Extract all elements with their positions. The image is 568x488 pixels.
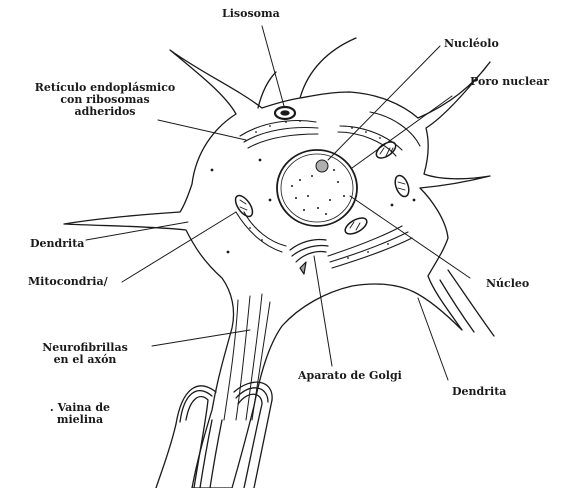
label-aparato-golgi: Aparato de Golgi [298,370,402,382]
label-nucleo: Núcleo [486,278,529,290]
label-dendrita-left: Dendrita [30,238,84,250]
nucleolus [316,160,328,172]
label-vaina-line2: mielina [26,414,134,426]
label-reticulo-line3: adheridos [6,106,204,118]
label-lisosoma: Lisosoma [222,8,280,20]
label-neurofibrillas-line2: en el axón [26,354,144,366]
label-poro-nuclear: Poro nuclear [470,76,549,88]
chromatin-dots [291,169,345,215]
ribosome-dots [211,120,416,259]
dendrite-branch-upper [258,72,276,108]
label-neurofibrillas: Neurofibrillas en el axón [26,342,144,366]
dendrite-branch-upper-2 [300,38,356,98]
label-vaina-mielina: . Vaina de mielina [26,402,134,426]
lysosome-inner [281,111,289,115]
label-reticulo: Retículo endoplásmico con ribosomas adhe… [6,82,204,118]
nucleus [277,150,357,226]
label-dendrita-right: Dendrita [452,386,506,398]
leader-lines [86,26,470,380]
label-nucleolo: Nucléolo [444,38,499,50]
axon-neurofibrils [224,294,270,420]
mitochondria [232,139,411,237]
label-mitocondria: Mitocondria/ [28,276,108,288]
rough-er [236,112,420,268]
golgi-apparatus [290,239,328,274]
